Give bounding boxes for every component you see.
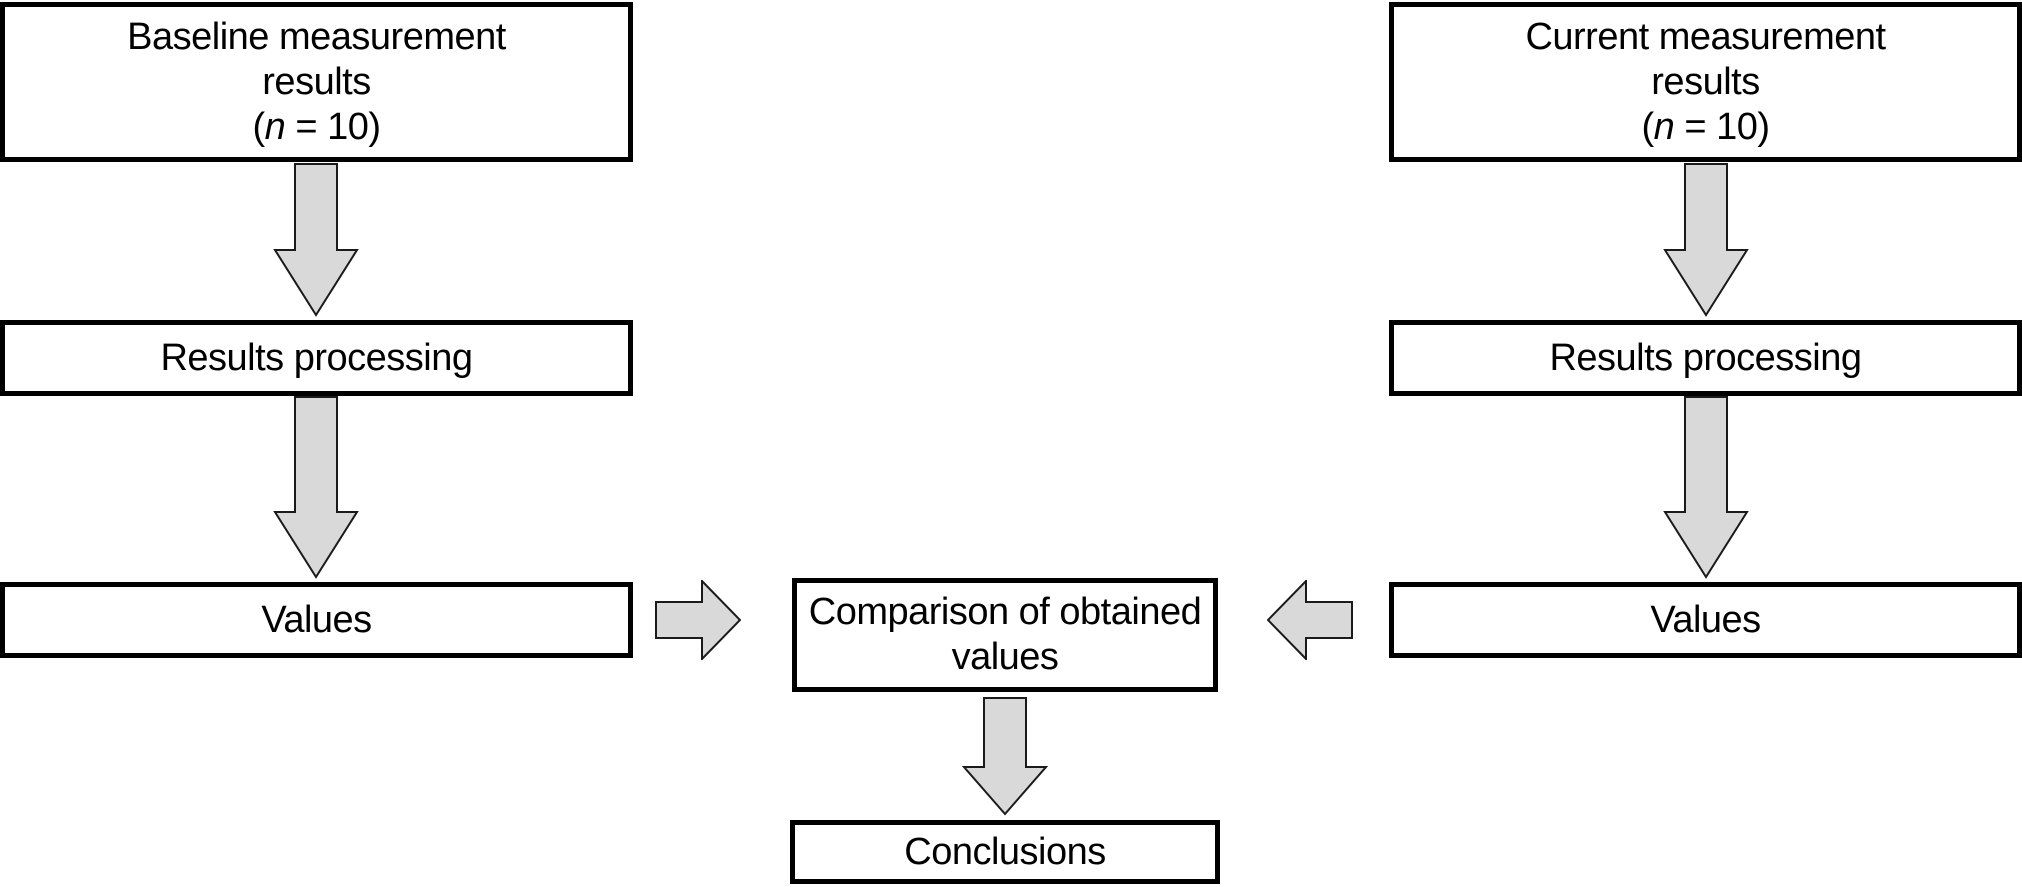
down-arrow-icon: [962, 697, 1048, 816]
baseline-measurement-box: Baseline measurement results (n = 10): [0, 2, 633, 162]
right-results-processing-box: Results processing: [1389, 320, 2022, 396]
current-line2: results: [1651, 60, 1760, 103]
down-arrow-icon: [273, 163, 359, 317]
conclusions-label: Conclusions: [904, 830, 1106, 873]
conclusions-box: Conclusions: [790, 820, 1220, 884]
left-arrow-icon: [1267, 580, 1353, 660]
left-results-processing-box: Results processing: [0, 320, 633, 396]
comparison-box: Comparison of obtained values: [792, 578, 1218, 692]
right-arrow-icon: [655, 580, 741, 660]
baseline-line2: results: [262, 60, 371, 103]
down-arrow-icon: [1663, 163, 1749, 317]
right-results-processing-label: Results processing: [1549, 336, 1862, 379]
current-measurement-box: Current measurement results (n = 10): [1389, 2, 2022, 162]
comparison-line2: values: [951, 636, 1059, 678]
left-values-label: Values: [261, 598, 372, 641]
down-arrow-icon: [273, 396, 359, 579]
baseline-line3: (n = 10): [252, 105, 381, 148]
right-values-label: Values: [1650, 598, 1761, 641]
left-values-box: Values: [0, 582, 633, 658]
comparison-line1: Comparison of obtained: [808, 591, 1202, 633]
left-results-processing-label: Results processing: [160, 336, 473, 379]
current-line1: Current measurement: [1525, 15, 1886, 58]
right-values-box: Values: [1389, 582, 2022, 658]
baseline-line1: Baseline measurement: [127, 15, 506, 58]
current-line3: (n = 10): [1641, 105, 1770, 148]
down-arrow-icon: [1663, 396, 1749, 579]
